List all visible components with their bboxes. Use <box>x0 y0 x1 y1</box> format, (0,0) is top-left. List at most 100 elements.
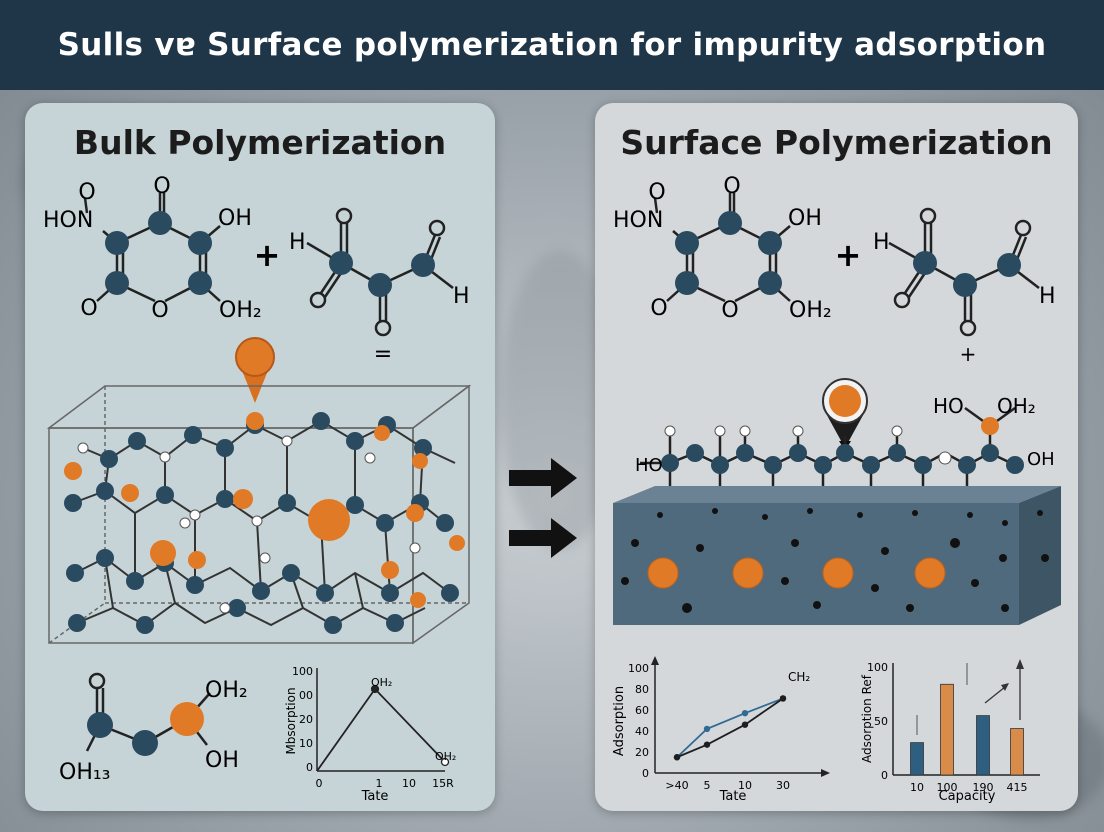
x-tick-label: 15R <box>432 777 454 790</box>
hydrogen-atoms <box>77 435 421 614</box>
monomer-b-oxygen <box>1014 219 1032 237</box>
surface-chain-atoms <box>661 444 1024 474</box>
x-tick-label: 10 <box>910 781 924 794</box>
y-tick-label: 100 <box>867 661 888 674</box>
x-tick-label: 30 <box>776 779 790 792</box>
monomer-a-o-left: O <box>650 296 667 321</box>
monomer-a-o-ring: O <box>151 298 168 323</box>
product-molecule <box>85 672 211 756</box>
plus-sign: + <box>254 236 281 274</box>
product-oh: OH <box>205 748 239 773</box>
monomer-b-oxygen <box>309 291 327 309</box>
y-tick-label: 00 <box>299 689 313 702</box>
x-axis-arrow-icon <box>821 769 830 777</box>
panel-title-bulk: Bulk Polymerization <box>73 123 447 162</box>
y-tick-label: 100 <box>628 662 649 675</box>
arrow-right-icon <box>509 458 577 498</box>
data-point <box>741 721 749 728</box>
monomer-a-atoms <box>675 211 782 295</box>
substrate-impurities <box>647 557 946 589</box>
surface-label-oh2-top: OH₂ <box>997 394 1036 418</box>
x-tick-label: 5 <box>704 779 711 792</box>
series-line <box>676 697 784 759</box>
surface-impurity-bound <box>981 417 999 435</box>
y-axis-label: Adsorption <box>612 686 627 756</box>
monomer-a-o-top: O <box>153 174 170 199</box>
bar <box>1010 728 1024 776</box>
monomer-b-oxygen <box>959 319 977 337</box>
trend-arrow <box>984 686 1006 704</box>
data-point <box>370 684 380 694</box>
arrow-diagonal-icon <box>1001 683 1009 691</box>
polymer-atoms <box>64 412 459 634</box>
series-line <box>316 687 446 772</box>
data-point <box>703 741 711 748</box>
y-tick-label: 20 <box>635 746 649 759</box>
data-point <box>673 754 681 761</box>
surface-label-ho-left: HO <box>635 455 663 476</box>
impurity-pin-icon <box>235 337 275 403</box>
y-tick-label: 10 <box>299 737 313 750</box>
x-axis-label: Tate <box>719 789 747 804</box>
monomer-a-hon: HON <box>613 208 663 233</box>
bulk-diagram: O O HON OH O O OH₂ + H H = <box>43 174 472 804</box>
x-tick-label: 10 <box>402 777 416 790</box>
x-tick-label: 415 <box>1007 781 1028 794</box>
x-tick-label: 1 <box>376 777 383 790</box>
monomer-b-h-right: H <box>453 284 470 309</box>
monomer-a-oh: OH <box>788 206 822 231</box>
monomer-b-atoms <box>913 251 1021 297</box>
monomer-a-o-top: O <box>723 174 740 199</box>
monomer-b-oxygen <box>893 291 911 309</box>
monomer-b-oxygen <box>374 319 392 337</box>
arrow-right-icon <box>509 518 577 558</box>
monomer-a-oh2: OH₂ <box>789 298 832 323</box>
chart-annotation: CH₂ <box>788 670 810 684</box>
monomer-b-h-right: H <box>1039 284 1056 309</box>
arrow-up-icon <box>1016 659 1024 669</box>
header-banner: Sulls vɐ Surface polymerization for impu… <box>0 0 1104 90</box>
impurity-pin-icon <box>822 378 868 451</box>
surface-polymerization-panel: Surface Polymerization O O HON OH O O OH… <box>595 103 1078 811</box>
monomer-a-oh: OH <box>218 206 252 231</box>
series-line <box>676 697 784 758</box>
bar <box>940 683 954 776</box>
impurity-particles <box>64 412 465 608</box>
x-tick-label: >40 <box>665 779 688 792</box>
panel-title-surface: Surface Polymerization <box>620 123 1053 162</box>
chart-annotation-peak: OH₂ <box>371 676 392 689</box>
bar <box>910 742 924 776</box>
monomer-b-atoms <box>329 251 435 297</box>
monomer-b-equals: = <box>374 342 392 367</box>
transition-arrows <box>509 458 577 558</box>
y-axis-arrow-icon <box>651 656 659 665</box>
x-tick-label: 190 <box>973 781 994 794</box>
data-point <box>440 757 450 767</box>
y-tick-label: 60 <box>635 704 649 717</box>
data-point <box>703 725 711 733</box>
x-axis-label: Capacity <box>939 789 996 804</box>
x-axis-label: Tate <box>361 789 389 804</box>
y-tick-label: 100 <box>292 665 313 678</box>
monomer-a-o-ring: O <box>721 298 738 323</box>
y-tick-label: 0 <box>881 769 888 782</box>
substrate-pores <box>621 508 1049 613</box>
monomer-b-oxygen <box>919 207 937 225</box>
monomer-a-oh2: OH₂ <box>219 298 262 323</box>
bar <box>976 715 990 776</box>
plus-sign: + <box>835 236 862 274</box>
y-tick-label: 40 <box>635 725 649 738</box>
data-point <box>779 695 787 702</box>
page-title: Sulls vɐ Surface polymerization for impu… <box>57 27 1047 63</box>
surface-label-oh-right: OH <box>1027 449 1055 470</box>
surface-label-ho-top: HO <box>933 394 964 418</box>
x-tick-label: 100 <box>937 781 958 794</box>
y-tick-label: 0 <box>306 761 313 774</box>
product-oh13: OH₁₃ <box>59 760 111 785</box>
y-tick-label: 50 <box>874 715 888 728</box>
monomer-a-o-small: O <box>648 180 665 205</box>
monomer-b-oxygen <box>335 207 353 225</box>
bulk-polymerization-panel: Bulk Polymerization O O HON OH O O OH₂ + <box>25 103 495 811</box>
